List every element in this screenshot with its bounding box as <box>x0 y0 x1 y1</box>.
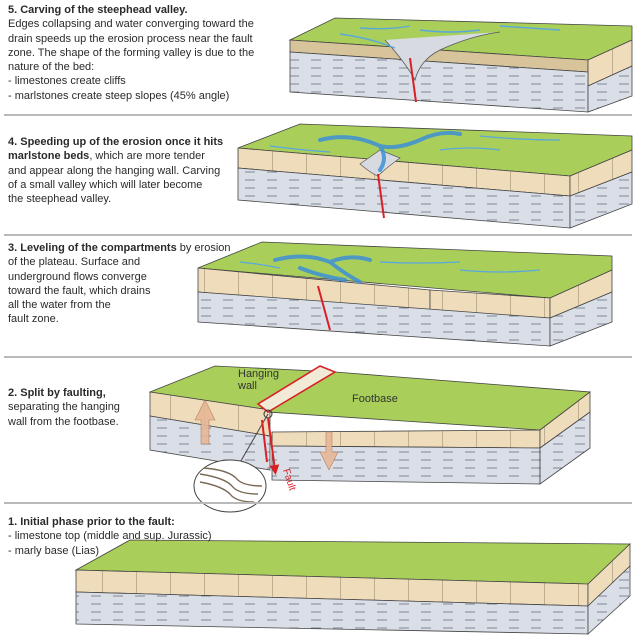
stage4-marl-side <box>569 171 633 229</box>
stage5-line: Edges collapsing and water converging to… <box>8 18 254 31</box>
stage1-block <box>74 539 631 635</box>
stage3-block <box>197 241 613 347</box>
stage2-block: Hanging wall Footbase Fault <box>148 365 592 513</box>
stage3-streams <box>239 261 541 273</box>
label-hanging-wall-2: wall <box>237 380 257 392</box>
stage4-title-bold: marlstone beds <box>8 150 90 163</box>
stage4-fault-line <box>377 173 385 219</box>
stage5-block <box>288 17 633 113</box>
stage4-block <box>237 123 633 229</box>
separator-1 <box>4 114 632 116</box>
stage2-up-arrow <box>194 399 216 445</box>
stage3-title-rest: by erosion <box>176 242 231 254</box>
stage1-title: 1. Initial phase prior to the fault: <box>8 516 175 528</box>
stage2-footbase-limestone <box>271 429 541 449</box>
stage2-zoom-strata <box>199 467 263 503</box>
separator-3 <box>4 356 632 358</box>
stage2-footbase-marl-side <box>539 411 591 485</box>
stage5-line: zone. The shape of the forming valley is… <box>8 46 255 59</box>
stage4-line: of a small valley which will later becom… <box>8 178 203 191</box>
stage1-marl-side <box>587 565 631 635</box>
stage4-title-rest: , which are more tender <box>89 150 205 163</box>
stage4-title: 4. Speeding up of the erosion once it hi… <box>8 136 224 148</box>
stage4-water-flow <box>318 130 462 172</box>
stage4-description: 4. Speeding up of the erosion once it hi… <box>8 135 223 206</box>
stage2-fault-arrow <box>267 417 280 475</box>
stage2-line: wall from the footbase. <box>8 415 119 428</box>
stage3-line: underground flows converge <box>8 270 147 283</box>
stage2-zoom-circle <box>193 459 267 513</box>
stage3-description: 3. Leveling of the compartments by erosi… <box>8 241 231 327</box>
label-hanging-wall-1: Hanging <box>238 368 279 380</box>
stage5-description: 5. Carving of the steephead valley. Edge… <box>8 3 254 103</box>
stage4-line: and appear along the hanging wall. Carvi… <box>8 164 221 177</box>
stage4-line: the steephead valley. <box>8 193 112 206</box>
stage3-fault-line <box>317 285 331 331</box>
label-footbase: Footbase <box>352 393 398 405</box>
stage5-line: - limestones create cliffs <box>8 75 126 88</box>
stage5-line: drain speeds up the erosion process near… <box>8 32 253 45</box>
stage5-marl-side <box>587 65 633 113</box>
stage5-line: nature of the bed: <box>8 61 95 74</box>
stage5-title: 5. Carving of the steephead valley. <box>8 4 188 16</box>
stage2-down-arrow <box>319 431 339 471</box>
stage5-valley <box>384 31 501 82</box>
stage4-streams <box>269 135 561 153</box>
stage3-line: fault zone. <box>8 313 59 326</box>
stage5-fault-line <box>409 57 417 103</box>
stage2-line: separating the hanging <box>8 401 120 414</box>
separator-4 <box>4 502 632 504</box>
stage5-streams <box>339 25 561 49</box>
stage1-description: 1. Initial phase prior to the fault: - l… <box>8 515 212 558</box>
stage3-marl-side <box>549 291 613 347</box>
stage3-line: all the water from the <box>8 299 111 312</box>
stage1-line: - marly base (Lias) <box>8 544 100 557</box>
stage1-line: - limestone top (middle and sup. Jurassi… <box>8 530 212 543</box>
separator-2 <box>4 234 632 236</box>
stage5-line: - marlstones create steep slopes (45% an… <box>8 89 230 102</box>
stage2-title: 2. Split by faulting, <box>8 387 106 399</box>
stage3-line: toward the fault, which drains <box>8 284 151 297</box>
stage3-title: 3. Leveling of the compartments <box>8 242 177 254</box>
stage2-fault-arrow-2 <box>261 419 268 463</box>
stage3-water-flow <box>273 254 372 284</box>
stage2-fault-scarp <box>256 365 337 413</box>
stage2-footbase-marl <box>271 445 541 485</box>
stage2-description: 2. Split by faulting, separating the han… <box>8 386 120 429</box>
stage3-line: of the plateau. Surface and <box>8 256 141 269</box>
